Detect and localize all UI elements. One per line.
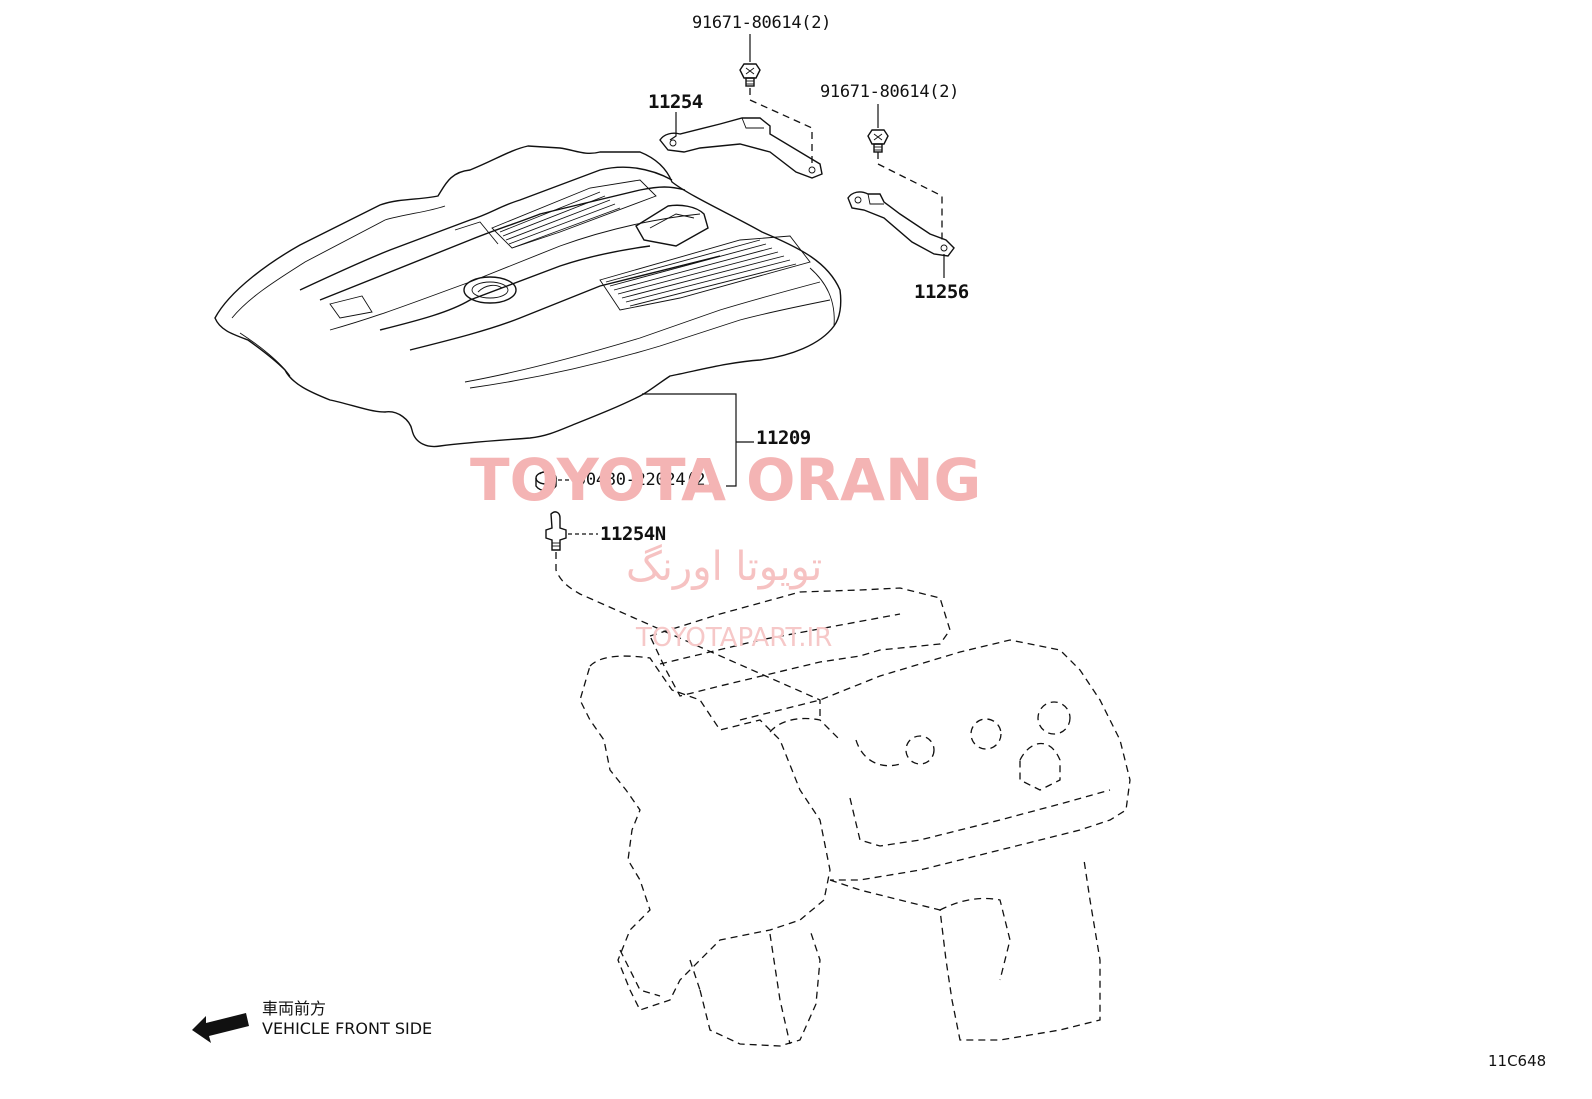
engine-block-drawing: [579, 587, 1131, 1047]
label-engine-cover[interactable]: 11209: [756, 427, 811, 449]
front-arrow-icon: [192, 1013, 249, 1043]
stud-bolt-drawing[interactable]: [545, 511, 567, 551]
label-bracket-11254[interactable]: 11254: [648, 91, 703, 113]
bracket-11254-drawing[interactable]: [659, 117, 823, 179]
engine-cover-drawing[interactable]: [214, 145, 842, 448]
label-grommet[interactable]: 90480-22024(2): [576, 470, 715, 490]
label-stud-bolt[interactable]: 11254N: [600, 523, 666, 545]
label-bracket-11256[interactable]: 11256: [914, 281, 969, 303]
bolt-top-drawing[interactable]: [739, 63, 761, 87]
label-bolt-top[interactable]: 91671-80614(2): [692, 13, 831, 33]
bracket-11256-drawing[interactable]: [847, 191, 955, 257]
watermark-url: TOYOTAPART.IR: [635, 623, 832, 653]
front-label-jp: 車両前方: [262, 999, 326, 1018]
watermark-persian: تویوتا اورنگ: [626, 544, 822, 590]
front-direction-indicator: 車両前方 VEHICLE FRONT SIDE: [192, 999, 432, 1043]
bolt-right-drawing[interactable]: [867, 129, 889, 153]
diagram-code: 11C648: [1488, 1052, 1546, 1070]
watermark-main: TOYOTA ORANG: [470, 446, 981, 514]
label-bolt-right[interactable]: 91671-80614(2): [820, 82, 959, 102]
grommet-drawing[interactable]: [535, 470, 557, 492]
front-label-en: VEHICLE FRONT SIDE: [262, 1019, 432, 1038]
